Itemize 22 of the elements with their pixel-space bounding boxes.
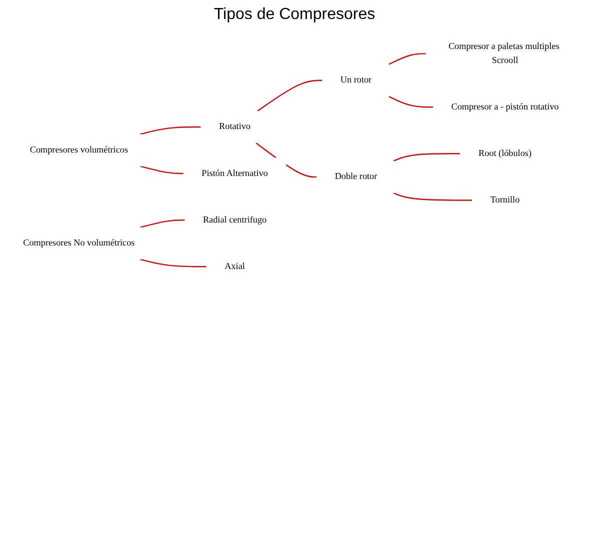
node-text: Compresores No volumétricos	[23, 238, 135, 248]
node-text: Un rotor	[340, 75, 372, 86]
connector	[393, 153, 460, 162]
node-text: Doble rotor	[334, 172, 378, 182]
node-text: Root (lóbulos)	[478, 148, 532, 158]
node-text: Radial centrifugo	[202, 215, 267, 225]
connector	[393, 192, 472, 201]
connector	[140, 219, 185, 228]
node-text: Compresores volumétricos	[30, 145, 128, 155]
node-text: Tornillo	[490, 195, 520, 205]
node-text: Compresor a - pistón rotativo	[451, 102, 559, 112]
connector	[257, 80, 322, 112]
connector	[388, 96, 433, 108]
connector	[388, 53, 426, 65]
connector	[140, 126, 201, 135]
connector	[140, 258, 206, 268]
node-text: Axial	[224, 262, 245, 272]
connector	[256, 142, 317, 178]
node-text: Compresor a paletas multiples Scrooll	[448, 42, 560, 66]
diagram-title: Tipos de Compresores	[212, 6, 376, 24]
node-text: Rotativo	[219, 122, 250, 132]
connector	[140, 166, 184, 174]
